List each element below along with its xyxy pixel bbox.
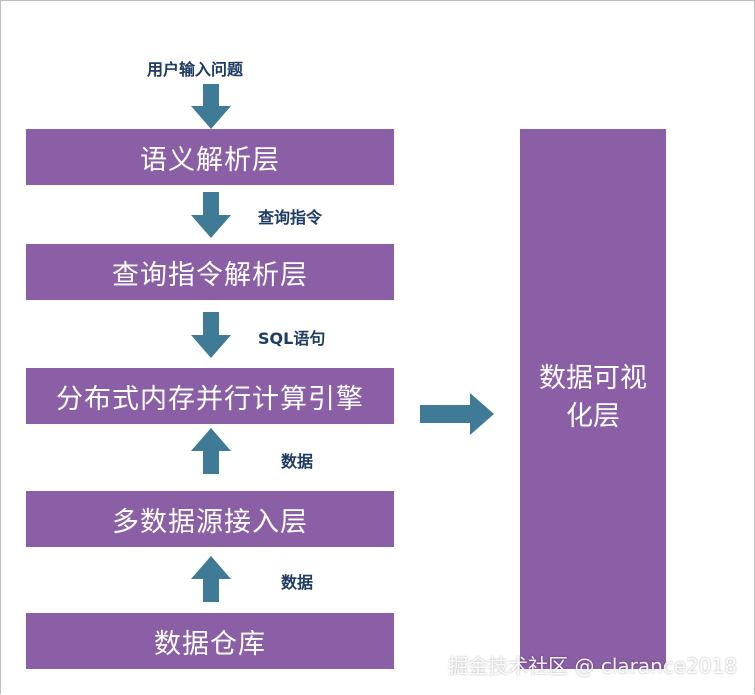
edge-label-data-1: 数据 (281, 452, 314, 471)
layer-multi-source-access: 多数据源接入层 (26, 491, 394, 547)
arrow-down-input-shape (191, 84, 231, 129)
arrow-right-to-viz (420, 393, 494, 435)
layer-data-warehouse: 数据仓库 (26, 613, 394, 669)
arrow-down-query (191, 192, 231, 238)
layer-compute-engine: 分布式内存并行计算引擎 (26, 368, 394, 424)
edge-label-data-2: 数据 (281, 573, 314, 592)
layer-query-instruction-parsing-label: 查询指令解析层 (112, 259, 308, 291)
layer-compute-engine-label: 分布式内存并行计算引擎 (56, 383, 364, 415)
edge-label-query-instruction: 查询指令 (258, 208, 323, 227)
arrow-up-data-2 (191, 556, 231, 602)
edge-label-sql: SQL语句 (258, 329, 326, 348)
arrow-up-data-2-shape (191, 556, 231, 602)
layer-data-visualization (520, 129, 666, 669)
arrow-up-data-1-shape (191, 428, 231, 474)
layer-semantic-parsing: 语义解析层 (26, 129, 394, 185)
layer-query-instruction-parsing: 查询指令解析层 (26, 244, 394, 300)
layer-data-warehouse-label: 数据仓库 (154, 628, 266, 660)
layer-multi-source-access-label: 多数据源接入层 (112, 506, 308, 538)
arrow-down-query-shape (191, 192, 231, 238)
viz-label-line-1: 数据可视 (539, 363, 647, 394)
arrow-down-sql-shape (191, 312, 231, 358)
viz-label-line-2: 化层 (566, 401, 620, 432)
layer-data-visualization-label: 数据可视 化层 (520, 360, 666, 436)
arrow-right-to-viz-shape (420, 393, 494, 435)
watermark: 掘金技术社区 @ clarance2018 (448, 654, 737, 678)
arrow-down-sql (191, 312, 231, 358)
layer-semantic-parsing-label: 语义解析层 (140, 144, 280, 176)
user-input-label: 用户输入问题 (147, 60, 244, 79)
arrow-down-input (191, 84, 231, 129)
arrow-up-data-1 (191, 428, 231, 474)
